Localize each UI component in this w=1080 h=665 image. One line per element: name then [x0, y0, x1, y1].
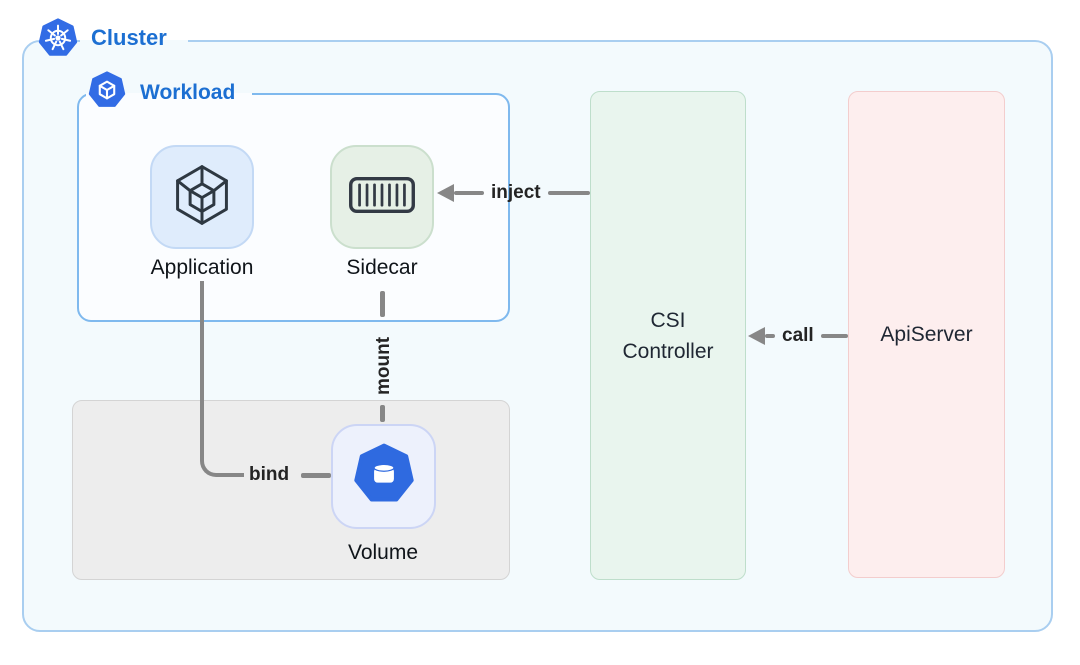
workload-label: Workload — [140, 81, 236, 104]
edge-inject: inject — [437, 182, 590, 204]
arrow-left-icon — [437, 184, 454, 202]
nested-cube-icon — [169, 162, 235, 233]
application-node — [150, 145, 254, 249]
inject-label: inject — [491, 182, 541, 203]
mount-label-wrap: mount — [346, 328, 422, 404]
bind-line — [301, 473, 331, 478]
volume-label: Volume — [347, 541, 419, 564]
workload-cube-heptagon-icon — [88, 71, 126, 114]
arrow-left-icon — [748, 327, 765, 345]
volume-node — [331, 424, 436, 529]
mount-label: mount — [372, 336, 394, 396]
call-label: call — [782, 325, 814, 346]
bind-label: bind — [249, 464, 290, 485]
csi-controller-node: CSI Controller — [590, 91, 746, 580]
mount-line — [380, 291, 385, 317]
edge-call: call — [748, 325, 848, 347]
call-line — [820, 333, 848, 339]
sidecar-label: Sidecar — [346, 256, 418, 279]
call-line — [765, 333, 775, 339]
apiserver-node: ApiServer — [848, 91, 1005, 578]
mount-line — [380, 405, 385, 422]
inject-line — [454, 190, 484, 196]
csi-controller-label: CSI Controller — [622, 308, 714, 363]
cylinder-heptagon-icon — [353, 443, 415, 510]
application-label: Application — [150, 256, 254, 279]
workload-border-gap — [86, 85, 252, 101]
cluster-border-gap — [80, 31, 188, 49]
volume-region-box — [72, 400, 510, 580]
bind-elbow-line — [200, 281, 244, 477]
container-barcode-icon — [348, 174, 416, 221]
apiserver-label: ApiServer — [880, 323, 973, 346]
cluster-label: Cluster — [91, 25, 167, 50]
inject-line — [547, 190, 590, 196]
workload-box — [77, 93, 510, 322]
kubernetes-helm-icon — [38, 18, 78, 63]
sidecar-node — [330, 145, 434, 249]
